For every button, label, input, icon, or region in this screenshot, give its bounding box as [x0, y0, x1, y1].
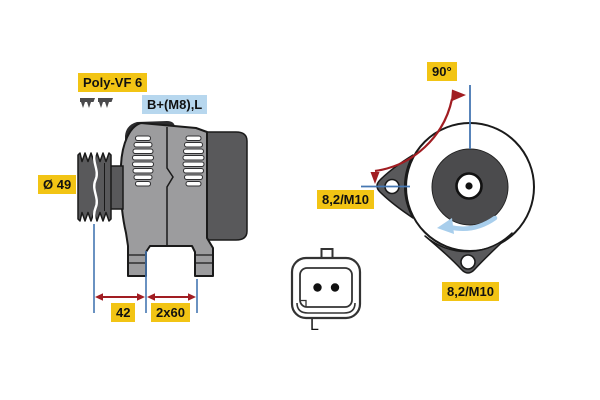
vent-slots-rear — [182, 135, 205, 187]
label-hole-left: 8,2/M10 — [317, 190, 374, 209]
shaft-center-dot — [465, 182, 473, 190]
label-hole-bottom: 8,2/M10 — [442, 282, 499, 301]
lug-hole-bottom — [460, 254, 476, 270]
label-dim-42: 42 — [111, 303, 136, 322]
vent-slots-front — [132, 135, 154, 187]
label-belt-type: Poly-VF 6 — [78, 73, 148, 92]
connector-plug — [290, 248, 362, 320]
rotation-direction-arrow-icon — [437, 215, 498, 234]
rear-housing-block — [204, 131, 248, 241]
label-terminals: B+(M8),L — [142, 95, 208, 114]
connector-inner-frame — [299, 267, 353, 308]
housing-seam — [166, 127, 174, 245]
rear-view — [361, 85, 535, 274]
label-dim-2x60: 2x60 — [151, 303, 190, 322]
foot-ridges — [128, 254, 213, 264]
label-pulley-diameter: Ø 49 — [38, 175, 77, 194]
shaft-hub — [109, 165, 124, 210]
mounting-lug-bottom — [424, 232, 513, 274]
connector-lip — [296, 302, 356, 314]
angle-arc-arrow-icon — [370, 89, 466, 184]
side-view — [77, 98, 248, 313]
dimension-arrow-icon — [95, 293, 196, 301]
connector-pins — [313, 283, 340, 292]
connector-key-notch — [300, 299, 307, 307]
v-ribbed-belt-icon — [80, 98, 113, 108]
label-connector-pin: L — [310, 317, 319, 334]
pulley-break-squiggle — [92, 151, 98, 223]
label-mounting-angle: 90° — [427, 62, 457, 81]
dimension-lines-side — [93, 224, 198, 313]
